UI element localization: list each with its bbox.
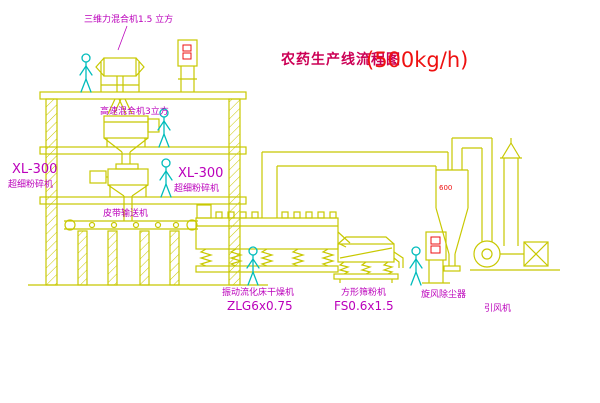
foundation-piers: [77, 230, 180, 286]
dryer-base: [195, 265, 339, 273]
diagram-capacity: (500kg/h): [366, 48, 468, 72]
label-sifter-model: FS0.6x1.5: [334, 299, 394, 313]
fluid-bed-dryer: [195, 204, 351, 273]
label-cyclone-name: 旋风除尘器: [421, 288, 466, 300]
control-cabinet-ground: [422, 231, 450, 284]
cyclone-dimension-label: 600: [439, 184, 452, 192]
diagram-labels: 三维力混合机1.5 立方 高速混合机3立方 XL-300 超细粉碎机 XL-30…: [8, 13, 511, 314]
three-d-mixer: [95, 57, 145, 115]
label-high-speed-mixer: 高速混合机3立方: [100, 105, 169, 117]
belt-conveyor: [64, 219, 198, 231]
label-3d-mixer: 三维力混合机1.5 立方: [84, 13, 173, 25]
floor3-beam: [39, 196, 247, 205]
induced-draft-fan: [470, 240, 560, 271]
high-speed-mixer: [103, 115, 160, 164]
pulverizer: [89, 163, 149, 221]
exhaust-duct: [261, 151, 449, 218]
dryer-feed-box: [196, 204, 212, 219]
label-dryer-name: 振动流化床干燥机: [222, 286, 294, 298]
sifter-springs: [337, 261, 395, 275]
worker-figure-ground-right: [409, 246, 423, 286]
label-belt-conveyor: 皮带输送机: [103, 207, 148, 219]
square-sifter: [333, 236, 404, 283]
label-dryer-model: ZLG6x0.75: [227, 299, 293, 313]
diagram-title: 农药生产线流程图: [280, 51, 401, 68]
dryer-bolt-row: [215, 211, 337, 219]
control-cabinet-top: [177, 39, 198, 92]
label-xl300-left: XL-300: [12, 162, 57, 177]
roof-beam: [39, 91, 247, 100]
leader-line: [117, 25, 128, 51]
fan-motor: [523, 241, 549, 267]
label-sifter-name: 方形筛粉机: [341, 286, 386, 298]
exhaust-stack: [500, 138, 522, 246]
sifter-base: [333, 273, 399, 280]
column-left: [45, 98, 58, 286]
floor2-beam: [39, 146, 247, 155]
worker-figure-ground-left: [246, 246, 260, 286]
label-pulverizer-mid: 超细粉碎机: [174, 182, 219, 194]
label-fan-name: 引风机: [484, 302, 511, 314]
cyclone-separator: 600: [435, 137, 493, 272]
worker-figure-roof: [79, 53, 93, 93]
label-pulverizer-left: 超细粉碎机: [8, 178, 53, 190]
worker-figure-floor3: [159, 158, 173, 198]
dryer-springs: [198, 248, 336, 267]
label-xl300-mid: XL-300: [178, 166, 223, 181]
building-structure: [28, 91, 268, 286]
